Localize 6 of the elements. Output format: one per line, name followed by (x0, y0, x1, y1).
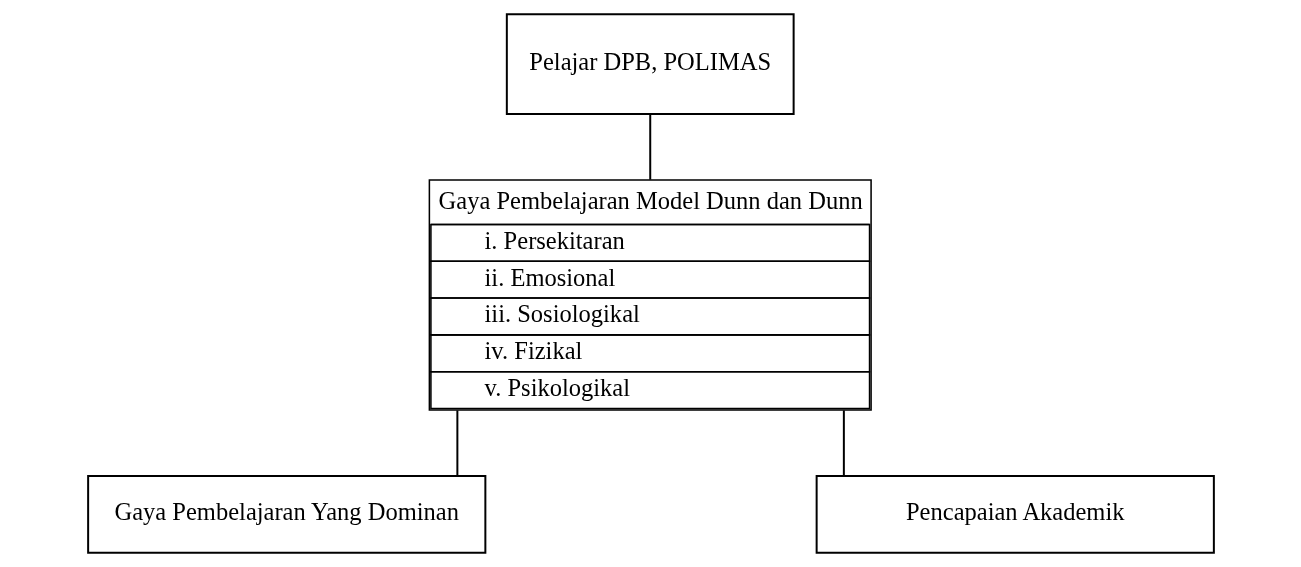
connector (648, 113, 651, 181)
connector (455, 409, 458, 477)
node-box: Pencapaian Akademik (815, 475, 1215, 554)
connector (842, 409, 845, 477)
node-box: Gaya Pembelajaran Yang Dominan (86, 475, 486, 554)
node-box: Pelajar DPB, POLIMAS (505, 13, 795, 116)
